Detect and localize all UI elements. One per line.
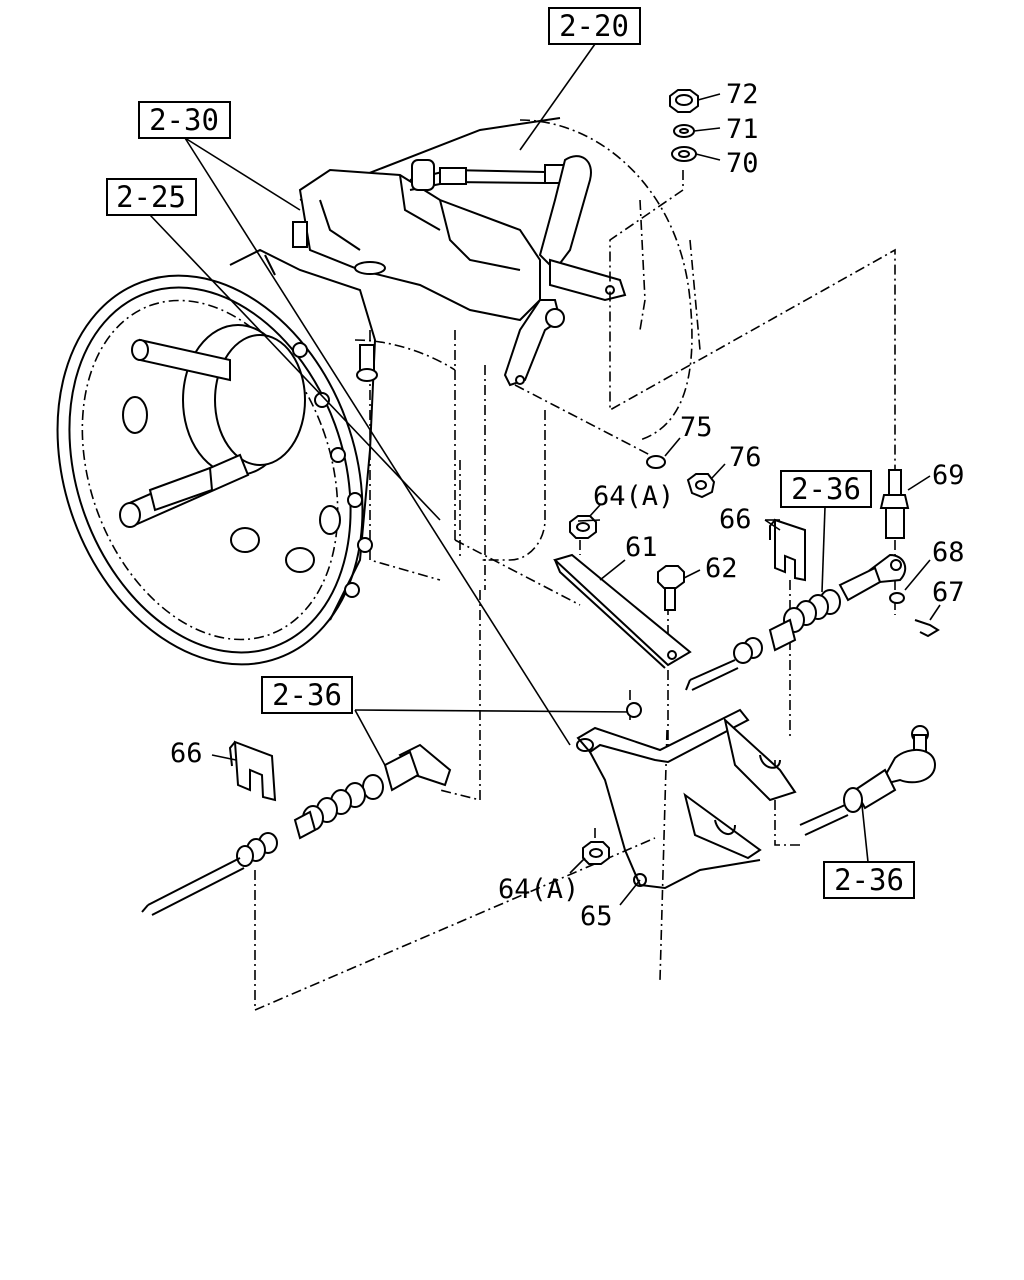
pin-67	[914, 604, 941, 638]
part-number-61: 61	[625, 532, 658, 563]
part-number-76: 76	[729, 442, 762, 473]
part-number-64a-upper: 64(A)	[593, 481, 674, 512]
nut-64a-upper	[569, 504, 601, 539]
part-number-68: 68	[932, 537, 965, 568]
ref-box-2-20[interactable]: 2-20	[548, 7, 641, 45]
part-number-62: 62	[705, 553, 738, 584]
ref-2-25-label: 2-25	[116, 180, 186, 214]
ref-2-30-label: 2-30	[149, 103, 219, 137]
part-number-64a-lower: 64(A)	[498, 874, 579, 905]
part-number-70: 70	[726, 148, 759, 179]
part-number-71: 71	[726, 114, 759, 145]
ref-2-20-label: 2-20	[559, 9, 629, 43]
shift-tower	[292, 155, 627, 387]
nut-64a-lower	[569, 841, 610, 874]
part-number-72: 72	[726, 79, 759, 110]
part-number-75: 75	[680, 412, 713, 443]
ref-box-2-36-left[interactable]: 2-36	[261, 676, 353, 714]
ref-2-36-upper-right-label: 2-36	[791, 472, 861, 506]
clip-75	[646, 437, 681, 469]
part-number-69: 69	[932, 460, 965, 491]
ref-box-2-30[interactable]: 2-30	[138, 101, 231, 139]
ball-stud-69	[879, 469, 931, 539]
washer-70	[671, 146, 721, 162]
cable-right-bottom	[799, 725, 937, 836]
part-leaders	[577, 519, 780, 522]
nut-72	[669, 89, 721, 113]
clip-66-left	[211, 740, 277, 802]
ref-box-2-36-upper-right[interactable]: 2-36	[780, 470, 872, 508]
ref-2-36-left-label: 2-36	[272, 678, 342, 712]
ref-box-2-25[interactable]: 2-25	[106, 178, 197, 216]
part-number-65: 65	[580, 901, 613, 932]
clip-66-right	[764, 518, 806, 582]
clutch-housing	[56, 248, 378, 666]
part-number-66-right: 66	[719, 504, 752, 535]
bracket-61	[553, 553, 692, 669]
bolt-62	[657, 565, 701, 611]
cable-left	[141, 743, 452, 916]
bracket-65	[576, 702, 797, 906]
part-number-67: 67	[932, 577, 965, 608]
ref-box-2-36-lower-right[interactable]: 2-36	[823, 861, 915, 899]
part-number-66-left: 66	[170, 738, 203, 769]
washer-68	[889, 559, 931, 604]
reference-leaders	[149, 43, 869, 863]
ref-2-36-lower-right-label: 2-36	[834, 863, 904, 897]
lock-washer-71	[673, 124, 721, 138]
nut-76	[686, 463, 726, 499]
cable-right	[685, 553, 907, 691]
